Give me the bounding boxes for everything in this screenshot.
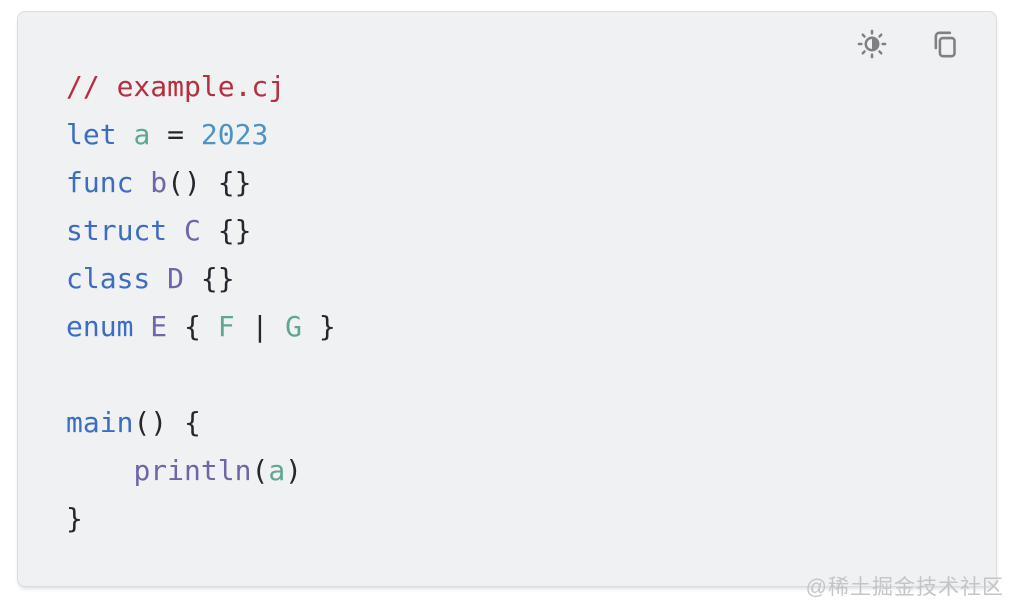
code-line: // example.cj bbox=[66, 63, 336, 111]
code-token-keyword: func bbox=[66, 166, 134, 199]
code-token-plain: | bbox=[234, 310, 286, 343]
code-line: func b() {} bbox=[66, 159, 336, 207]
code-token-plain bbox=[150, 262, 167, 295]
code-token-plain: = bbox=[150, 118, 201, 151]
code-line: struct C {} bbox=[66, 207, 336, 255]
copy-icon bbox=[934, 31, 956, 57]
code-token-number: 2023 bbox=[200, 118, 269, 151]
brightness-contrast-icon bbox=[857, 29, 887, 59]
theme-toggle-button[interactable] bbox=[856, 27, 888, 61]
code-token-keyword: struct bbox=[66, 214, 168, 247]
watermark: @稀土掘金技术社区 bbox=[805, 576, 1004, 599]
code-token-type: E bbox=[150, 310, 168, 343]
code-toolbar bbox=[856, 27, 960, 61]
code-line: let a = 2023 bbox=[66, 111, 336, 159]
code-token-type: D bbox=[167, 262, 185, 295]
code-token-plain: () {} bbox=[167, 166, 252, 199]
code-token-plain: ) bbox=[285, 454, 303, 487]
code-token-plain: ( bbox=[251, 454, 269, 487]
code-token-plain: () { bbox=[133, 406, 201, 439]
copy-button[interactable] bbox=[928, 27, 960, 61]
code-line bbox=[66, 351, 336, 399]
code-line: class D {} bbox=[66, 255, 336, 303]
code-line: } bbox=[66, 495, 336, 543]
code-token-plain bbox=[117, 118, 134, 151]
code-token-variable: G bbox=[285, 310, 303, 343]
code-token-plain: } bbox=[66, 502, 83, 535]
code-line: enum E { F | G } bbox=[66, 303, 336, 351]
code-token-plain bbox=[167, 214, 184, 247]
code-token-function: println bbox=[133, 454, 252, 487]
code-line: println(a) bbox=[66, 447, 336, 495]
code-token-comment: // example.cj bbox=[66, 70, 286, 103]
code-token-plain bbox=[66, 454, 133, 487]
code-token-plain bbox=[133, 310, 150, 343]
code-token-type: C bbox=[184, 214, 201, 247]
code-token-keyword: let bbox=[66, 118, 117, 151]
code-token-variable: a bbox=[133, 118, 151, 151]
code-token-function: b bbox=[150, 166, 168, 199]
code-token-keyword: main bbox=[66, 406, 134, 439]
code-token-variable: a bbox=[268, 454, 286, 487]
code-token-plain: {} bbox=[184, 262, 235, 295]
code-token-keyword: class bbox=[66, 262, 151, 295]
code-token-plain: } bbox=[302, 310, 336, 343]
code-token-plain: {} bbox=[200, 214, 252, 247]
code-token-plain: { bbox=[167, 310, 218, 343]
code-line: main() { bbox=[66, 399, 336, 447]
code-token-variable: F bbox=[217, 310, 235, 343]
code-token-keyword: enum bbox=[66, 310, 134, 343]
code-token-plain bbox=[133, 166, 150, 199]
